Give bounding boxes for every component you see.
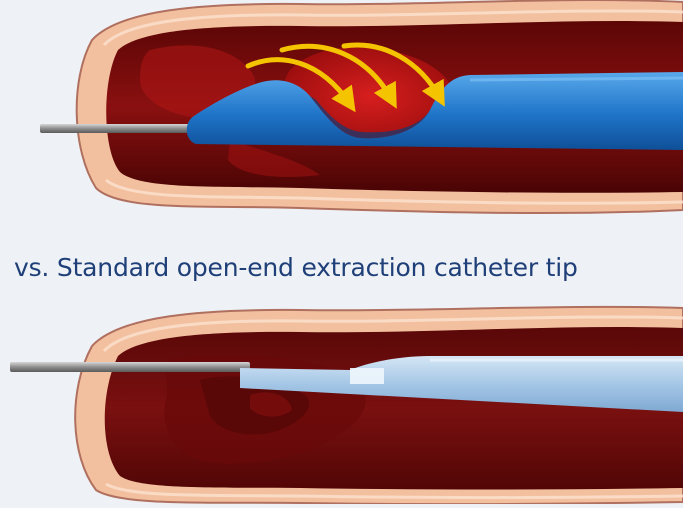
comparison-caption: vs. Standard open-end extraction cathete…	[14, 252, 578, 284]
top-guidewire	[40, 124, 192, 133]
top-vessel-panel	[40, 0, 683, 213]
bottom-guidewire	[10, 362, 250, 372]
bottom-catheter-marker-band	[350, 368, 384, 384]
bottom-vessel-panel	[10, 307, 683, 504]
